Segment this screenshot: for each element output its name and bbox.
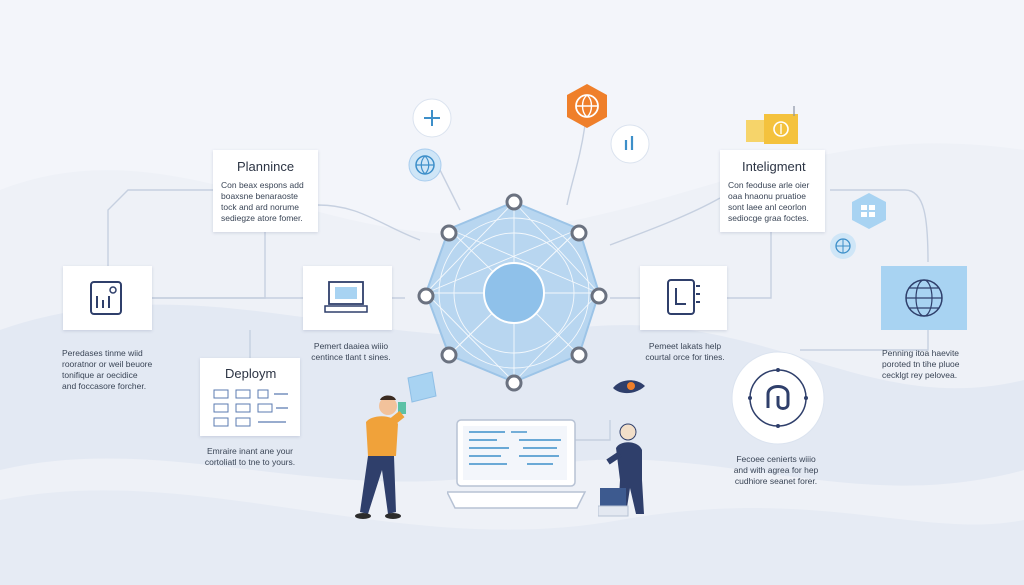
deployment-card-title: Deploym	[225, 366, 277, 381]
document-stack-icon	[746, 106, 798, 144]
bar-chart-icon	[610, 124, 650, 164]
caption-deploy: Emraire inant ane your cortoliatl to tne…	[204, 446, 296, 467]
caption-left: Peredases tinme wiid rooratnor or weil b…	[62, 348, 153, 391]
hexagon-grid-icon	[852, 193, 886, 229]
globe-panel	[881, 266, 967, 330]
globe-icon	[408, 148, 442, 182]
hub-core	[483, 262, 545, 324]
connector-intel-right	[727, 232, 772, 299]
monitor-box	[303, 266, 392, 330]
hub-node	[417, 287, 435, 305]
hub-node	[440, 224, 458, 242]
hub-node	[570, 346, 588, 364]
sparkle-icon	[412, 98, 452, 138]
monitor-icon	[324, 281, 368, 313]
globe-panel-icon	[905, 279, 943, 317]
connector-laptop-right	[570, 420, 611, 441]
person-sitting-icon	[598, 423, 644, 517]
hub-node	[440, 346, 458, 364]
connector-planning-hub	[317, 204, 421, 241]
laptop-icon	[447, 419, 587, 509]
connector-right-panel	[830, 189, 929, 263]
intelligence-card-text: Con feoduse arle oier oaa hnaonu pruatio…	[728, 180, 810, 223]
connector-intel-hub	[609, 197, 721, 246]
hub-node	[590, 287, 608, 305]
network-hub-icon	[417, 193, 608, 392]
hub-node	[570, 224, 588, 242]
background-wave-bottom	[0, 490, 1024, 585]
caption-right: Penning itoa haevite poroted tn tihe plu…	[882, 348, 960, 380]
floating-card-icon	[407, 371, 437, 403]
orange-globe-badge-icon	[567, 84, 607, 128]
planning-card-text: Con beax espons add boaxsne benaraoste t…	[221, 180, 304, 223]
connector-top-globe	[439, 169, 461, 211]
caption-bottom-right: Fecoee cenierts wiiio and with agrea for…	[733, 454, 819, 486]
planning-card-title: Plannince	[237, 159, 295, 174]
fingerprint-loop-icon	[731, 351, 825, 445]
deployment-layout-icon	[213, 389, 288, 427]
deployment-card: Deploym	[200, 358, 300, 436]
planning-card: Plannince Con beax espons add boaxsne be…	[213, 150, 318, 232]
caption-center-left: Pemert daaiea wiiio centince tlant t sin…	[311, 341, 391, 362]
person-working-icon	[355, 395, 406, 519]
connector-planning-left	[107, 189, 213, 266]
rocket-icon	[613, 380, 645, 394]
intelligence-card-title: Inteligment	[742, 159, 806, 174]
intelligence-card: Inteligment Con feoduse arle oier oaa hn…	[720, 150, 825, 232]
small-globe-icon	[830, 233, 856, 259]
document-box	[640, 266, 727, 330]
document-list-icon	[667, 279, 700, 315]
hub-node	[505, 374, 523, 392]
image-file-box	[63, 266, 152, 330]
caption-center-right: Pemeet lakats help courtal orce for tine…	[645, 341, 725, 362]
image-file-icon	[90, 281, 122, 315]
connector-top-orange	[566, 124, 586, 206]
connector-right-down	[800, 330, 929, 351]
hub-nodes	[417, 193, 608, 392]
hub-node	[505, 193, 523, 211]
